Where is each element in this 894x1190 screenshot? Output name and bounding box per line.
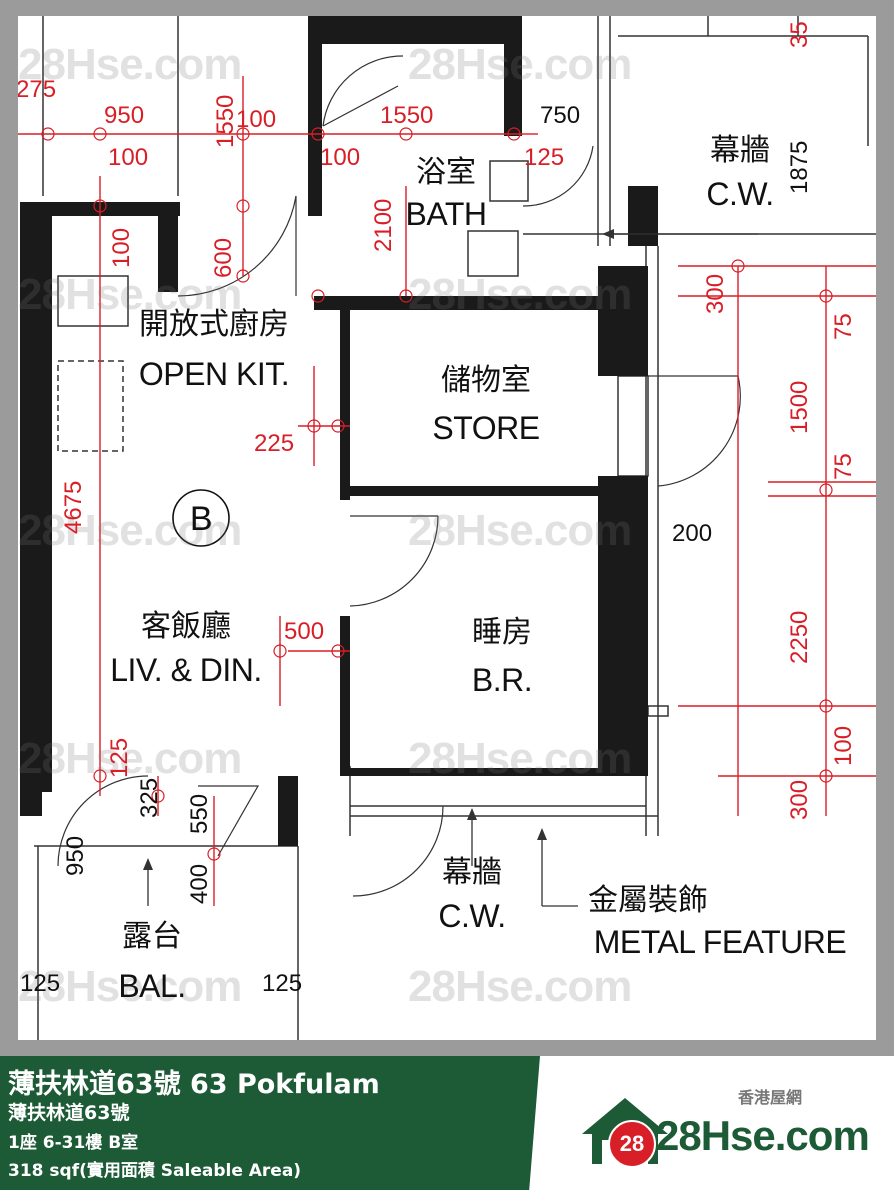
dimension-label: 950 xyxy=(62,835,89,876)
living-label-zh: 客飯廳 xyxy=(141,609,231,644)
floor-plan: 28Hse.com 28Hse.com 28Hse.com 28Hse.com … xyxy=(18,16,876,1040)
store-label-zh: 儲物室 xyxy=(441,363,531,398)
dimension-label: 100 xyxy=(108,227,135,268)
unit-line: 1座 6-31樓 B室 xyxy=(8,1133,139,1153)
dimension-label: 100 xyxy=(236,106,277,133)
dimension-label: 1550 xyxy=(380,102,434,129)
floor-plan-drawing xyxy=(18,16,876,1040)
dimension-label: 550 xyxy=(186,793,213,834)
kitchen-label-en: OPEN KIT. xyxy=(138,356,290,392)
metal-feature-label-zh: 金屬裝飾 xyxy=(588,883,708,918)
dimension-label: 125 xyxy=(524,144,565,171)
dimension-label: 100 xyxy=(830,725,857,766)
bath-label-en: BATH xyxy=(405,196,487,232)
dimension-label: 1500 xyxy=(786,380,813,434)
property-title: 薄扶林道63號 63 Pokfulam xyxy=(8,1069,380,1100)
dimension-label: 1875 xyxy=(786,140,813,194)
arrow-heads xyxy=(143,229,614,870)
footer: 薄扶林道63號 63 Pokfulam 薄扶林道63號 1座 6-31樓 B室 … xyxy=(0,1056,894,1190)
property-subtitle: 薄扶林道63號 xyxy=(8,1102,130,1124)
dimension-label: 400 xyxy=(186,863,213,904)
balcony-label-en: BAL. xyxy=(118,968,186,1004)
curtain-wall-top-label-zh: 幕牆 xyxy=(710,133,770,168)
bedroom-label-zh: 睡房 xyxy=(472,615,532,650)
curtain-wall-top-label-en: C.W. xyxy=(706,176,774,212)
dimension-label: 2250 xyxy=(786,610,813,664)
curtain-wall-bottom-label-en: C.W. xyxy=(438,898,506,934)
dimension-markers xyxy=(41,127,833,861)
dimension-label: 100 xyxy=(320,144,361,171)
dimension-lines xyxy=(18,76,876,906)
dimension-label: 600 xyxy=(210,237,237,278)
dimension-label: 75 xyxy=(830,453,857,480)
unit-circle xyxy=(172,489,230,547)
dimension-label: 2100 xyxy=(370,198,397,252)
dimension-label: 125 xyxy=(106,737,133,778)
dimension-label: 200 xyxy=(672,520,713,547)
brand-badge: 28 xyxy=(608,1120,656,1168)
curtain-wall-bottom-label-zh: 幕牆 xyxy=(442,855,502,890)
balcony-label-zh: 露台 xyxy=(122,919,182,954)
walls xyxy=(20,16,658,846)
footer-info-panel: 薄扶林道63號 63 Pokfulam 薄扶林道63號 1座 6-31樓 B室 … xyxy=(0,1056,540,1190)
brand-logo: 28 香港屋網 28Hse.com xyxy=(570,1076,870,1176)
bath-label-zh: 浴室 xyxy=(416,155,476,190)
dimension-label: 950 xyxy=(104,102,145,129)
kitchen-label-zh: 開放式廚房 xyxy=(139,307,289,342)
brand-name-zh: 香港屋網 xyxy=(738,1088,803,1107)
dimension-label: 275 xyxy=(18,76,57,103)
thin-lines xyxy=(34,16,876,1040)
dimension-label: 1550 xyxy=(212,94,239,148)
dimension-label: 75 xyxy=(830,313,857,340)
dimension-label: 325 xyxy=(136,777,163,818)
dimension-label: 300 xyxy=(702,273,729,314)
unit-label: B xyxy=(189,500,213,538)
dimension-label: 125 xyxy=(262,970,303,997)
brand-name-en: 28Hse.com xyxy=(656,1112,870,1159)
dimension-label: 100 xyxy=(108,144,149,171)
dimension-label: 125 xyxy=(20,970,61,997)
metal-feature-label-en: METAL FEATURE xyxy=(593,924,847,960)
dimension-label: 35 xyxy=(786,21,813,48)
dimension-label: 225 xyxy=(254,430,295,457)
doors xyxy=(57,55,741,897)
bedroom-label-en: B.R. xyxy=(471,662,533,698)
store-label-en: STORE xyxy=(432,410,540,446)
dimension-label: 750 xyxy=(540,102,581,129)
dimension-label: 4675 xyxy=(60,480,87,534)
leader-lines xyxy=(147,233,758,907)
area-line: 318 sqf(實用面積 Saleable Area) xyxy=(8,1161,302,1181)
dimension-label: 300 xyxy=(786,779,813,820)
living-label-en: LIV. & DIN. xyxy=(110,652,262,688)
dimension-label: 500 xyxy=(284,618,325,645)
